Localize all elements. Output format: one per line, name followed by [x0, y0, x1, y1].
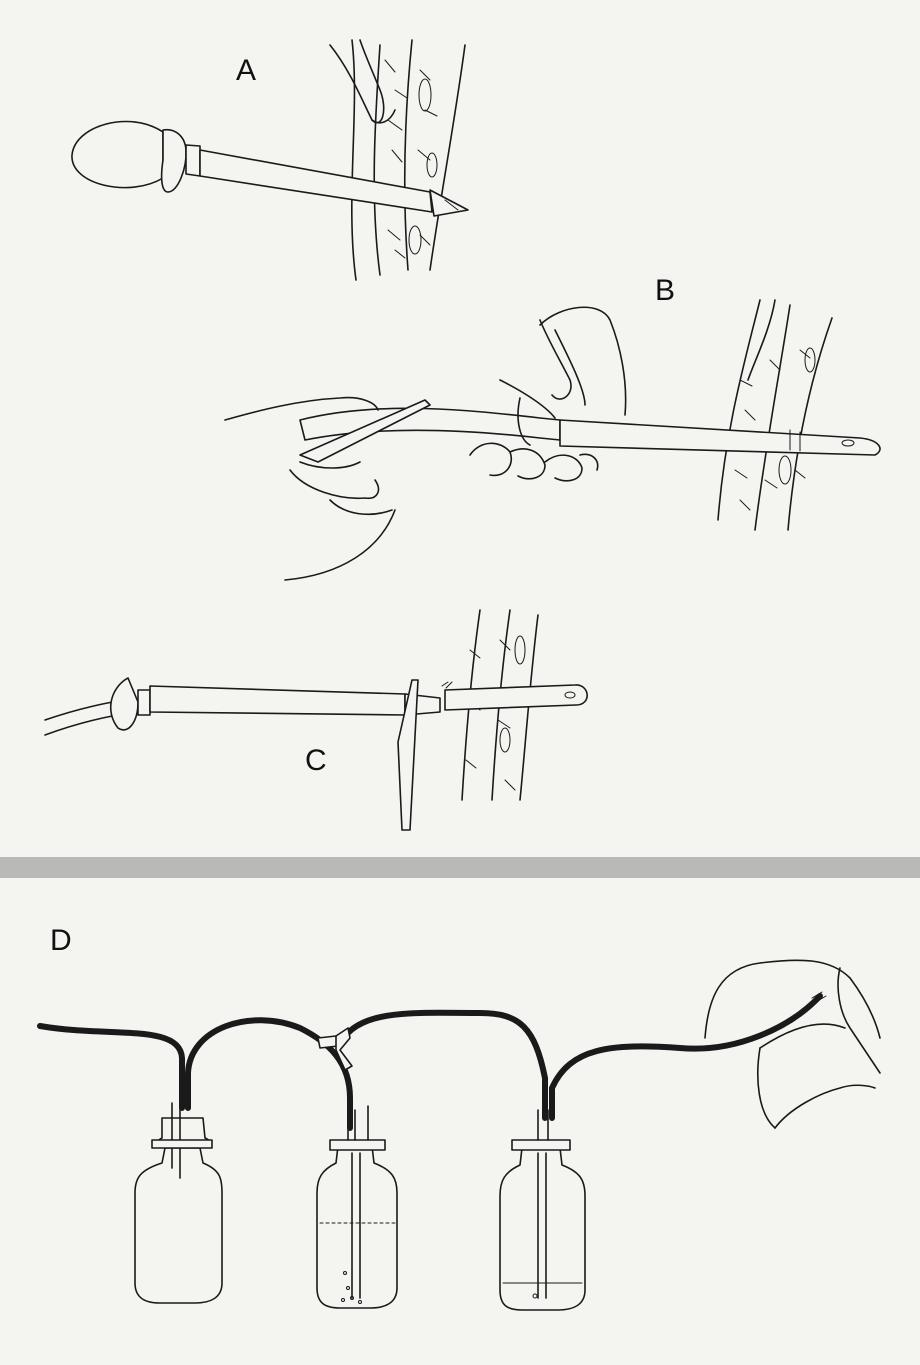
- label-d: D: [50, 924, 72, 957]
- collection-bottle-3: [500, 1110, 585, 1310]
- step-b-illustration: B: [225, 274, 880, 580]
- figure-panel-bottom: D: [0, 878, 920, 1365]
- label-b: B: [655, 274, 675, 307]
- step-a-illustration: A: [72, 40, 468, 280]
- collection-bottle-2: [317, 1106, 397, 1308]
- illustration-d: D: [0, 878, 920, 1365]
- figure-panel-top: A B: [0, 0, 920, 857]
- step-c-illustration: C: [45, 610, 587, 830]
- label-a: A: [236, 54, 256, 87]
- step-d-illustration: D: [40, 924, 880, 1310]
- illustration-abc: A B: [0, 0, 920, 857]
- collection-bottle-1: [135, 1103, 222, 1303]
- label-c: C: [305, 744, 327, 777]
